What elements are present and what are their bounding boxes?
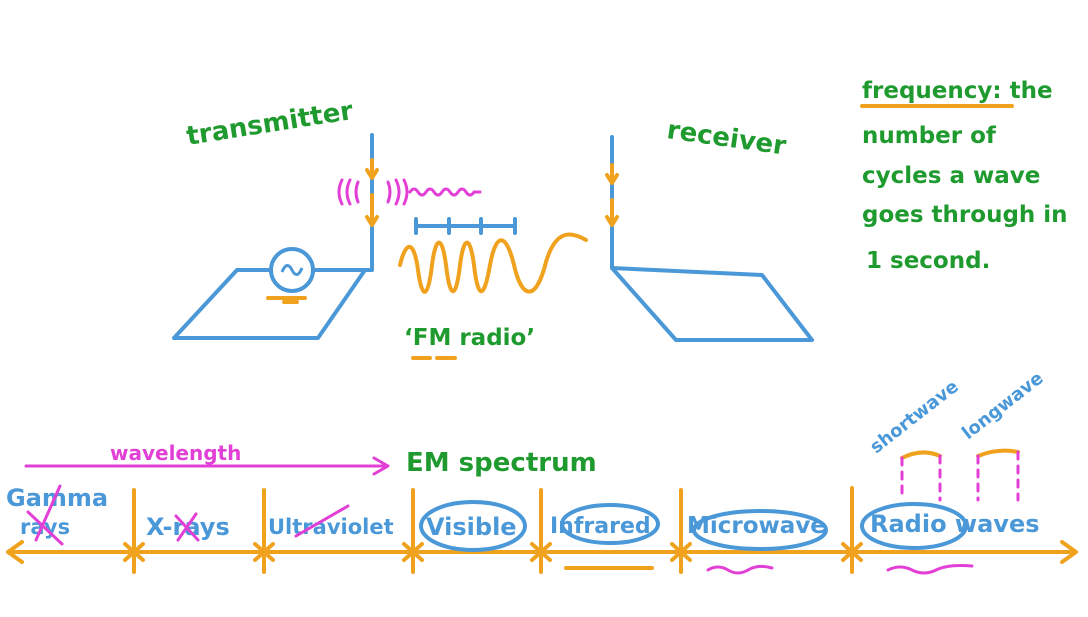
definition-rest: : the <box>992 78 1052 104</box>
definition-line-2: number of <box>862 123 997 149</box>
frequency-definition: frequency: the number of cycles a wave g… <box>860 78 1068 274</box>
shortwave-label: shortwave <box>866 376 963 458</box>
longwave-label: longwave <box>958 368 1047 444</box>
visible-circle <box>419 500 527 552</box>
receiver-base <box>610 266 814 342</box>
definition-line-1: frequency: the <box>862 78 1053 104</box>
sine-symbol-icon <box>280 264 304 276</box>
transmitter-apparatus <box>172 133 379 340</box>
radio-circle <box>860 502 968 550</box>
transmitter-base <box>172 268 367 340</box>
wavelength-arrow <box>24 456 390 476</box>
infrared-circle <box>560 503 660 545</box>
radio-waves-label: Radio waves <box>870 510 1040 538</box>
shortwave-pulse-sides <box>900 454 942 502</box>
visible-label: Visible <box>426 513 517 541</box>
emission-arcs-right <box>386 178 409 206</box>
emission-arcs-left <box>337 178 360 206</box>
divider-crosses <box>123 542 863 562</box>
fm-wave <box>398 217 588 294</box>
frequency-modulated-wave <box>398 232 588 294</box>
ultraviolet-strike-mark <box>294 504 350 538</box>
wavelength-label: wavelength <box>110 441 241 465</box>
radio-squiggle <box>886 564 974 575</box>
longwave-pulse-sides <box>976 450 1020 502</box>
xrays-cross-mark <box>174 512 200 542</box>
microwave-circle <box>692 509 828 551</box>
emitted-wave <box>337 178 482 206</box>
transmitter-label: transmitter <box>184 96 355 152</box>
microwave-squiggle <box>706 564 774 575</box>
shortwave-pulse-top <box>900 450 942 460</box>
fm-radio-label: ‘FM radio’ <box>404 325 535 351</box>
gamma-label-line-1: Gamma <box>6 484 108 512</box>
definition-line-3: cycles a wave <box>862 163 1040 189</box>
em-spectrum-title: EM spectrum <box>406 448 597 478</box>
spectrum-dividers <box>132 486 854 574</box>
emitted-squiggle <box>408 187 482 197</box>
receiver-charge-arrows <box>605 163 619 227</box>
receiver-label: receiver <box>665 115 788 161</box>
frequency-term: frequency <box>862 78 992 104</box>
definition-line-4: goes through in <box>862 202 1068 228</box>
transmitter-charge-arrows <box>365 158 379 227</box>
definition-line-5: 1 second. <box>866 248 990 274</box>
longwave-pulse-top <box>976 448 1020 458</box>
ultraviolet-label: Ultraviolet <box>268 515 394 539</box>
source-underline <box>266 296 307 304</box>
receiver-apparatus <box>605 135 814 342</box>
wave-period-marker <box>414 217 517 235</box>
gamma-cross-mark <box>26 484 64 546</box>
